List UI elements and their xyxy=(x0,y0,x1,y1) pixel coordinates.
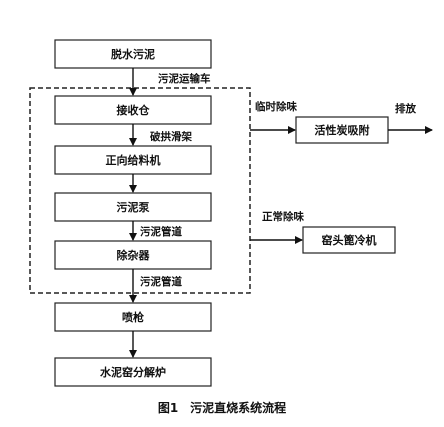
activated-carbon-label: 活性炭吸附 xyxy=(315,123,370,137)
sludge-pump-label: 污泥泵 xyxy=(117,200,150,214)
forward-feeder-label: 正向给料机 xyxy=(106,153,161,167)
kiln-cooler-box xyxy=(302,226,396,254)
receiving-bin-label: 接收仓 xyxy=(117,103,151,117)
normal-deodor-label: 正常除味 xyxy=(262,210,304,223)
arch-breaker-label: 破拱滑架 xyxy=(150,130,192,143)
cement-kiln-label: 水泥窑分解炉 xyxy=(100,365,166,379)
dewatered-sludge-label: 脱水污泥 xyxy=(111,47,155,61)
receiving-bin-box xyxy=(54,95,212,125)
sludge-pipe-label-2: 污泥管道 xyxy=(140,275,182,288)
sludge-truck-label: 污泥运输车 xyxy=(158,72,211,85)
sludge-pump-box xyxy=(54,192,212,222)
activated-carbon-box xyxy=(295,116,389,144)
cement-kiln-box xyxy=(54,357,212,387)
spray-gun-label: 喷枪 xyxy=(122,310,144,324)
dewatered-sludge-box xyxy=(54,39,212,69)
figure-caption: 图1 污泥直烧系统流程 xyxy=(158,400,286,415)
discharge-label: 排放 xyxy=(395,102,416,115)
impurity-remover-label: 除杂器 xyxy=(117,248,151,262)
temp-deodor-label: 临时除味 xyxy=(255,100,297,113)
transport-truck-boundary xyxy=(29,87,251,294)
spray-gun-box xyxy=(54,302,212,332)
sludge-pipe-label-1: 污泥管道 xyxy=(140,225,182,238)
kiln-cooler-label: 窑头篦冷机 xyxy=(322,233,377,247)
impurity-remover-box xyxy=(54,240,212,270)
